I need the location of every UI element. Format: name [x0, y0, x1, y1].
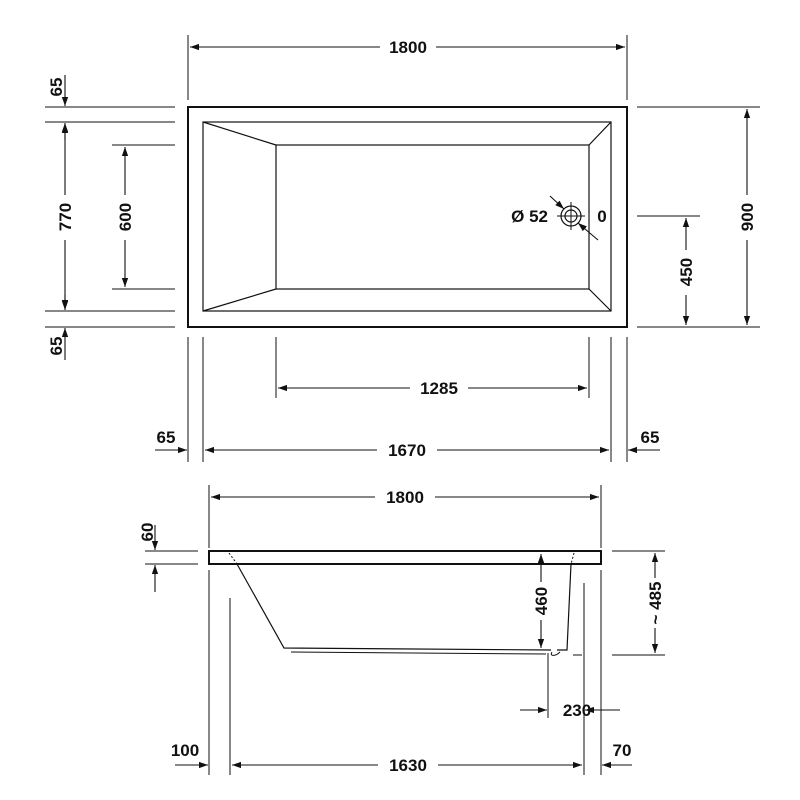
dim-rim-right: 65: [641, 428, 660, 447]
dim-left-offset: 100: [171, 741, 199, 760]
dim-drain-offset: 0: [597, 207, 606, 226]
dim-rim-thickness: 60: [138, 523, 157, 542]
dim-rim-top: 65: [47, 78, 66, 97]
tub-outline: [187, 106, 628, 328]
dim-overall-length: 1800: [389, 38, 427, 57]
dim-right-offset: 70: [613, 741, 632, 760]
extension-lines: [45, 35, 760, 462]
dim-overall-length: 1800: [386, 488, 424, 507]
dim-rim-bottom: 65: [47, 337, 66, 356]
drain-icon: [549, 195, 599, 241]
dim-floor-length: 1285: [420, 379, 458, 398]
dim-inner-depth: 460: [532, 587, 551, 615]
dim-drain-position: 450: [677, 258, 696, 286]
dim-floor-width: 600: [116, 203, 135, 231]
dim-drain-diameter: Ø 52: [511, 207, 548, 226]
tub-floor-profile: [290, 651, 561, 656]
dim-overall-width: 900: [738, 203, 757, 231]
dim-rim-left: 65: [157, 428, 176, 447]
side-view: 1800 60 460 ~ 485 230 100 1630 70: [138, 485, 665, 775]
dim-overall-height: ~ 485: [646, 581, 665, 624]
dim-inner-length: 1670: [388, 441, 426, 460]
top-view: 1800 65 770 600 65 Ø 52 0 450 900 1285: [45, 35, 760, 462]
dim-base-length: 1630: [389, 756, 427, 775]
tub-slope-lines: [202, 121, 612, 312]
tub-floor: [275, 144, 590, 290]
tub-basin-profile: [236, 563, 572, 651]
tub-inner-edge: [202, 121, 612, 312]
dim-drain-offset: 230: [563, 701, 591, 720]
dim-inner-width: 770: [56, 203, 75, 231]
extension-lines: [145, 485, 665, 775]
tub-rim-profile: [208, 550, 602, 565]
hidden-edge-lines: [228, 552, 575, 565]
